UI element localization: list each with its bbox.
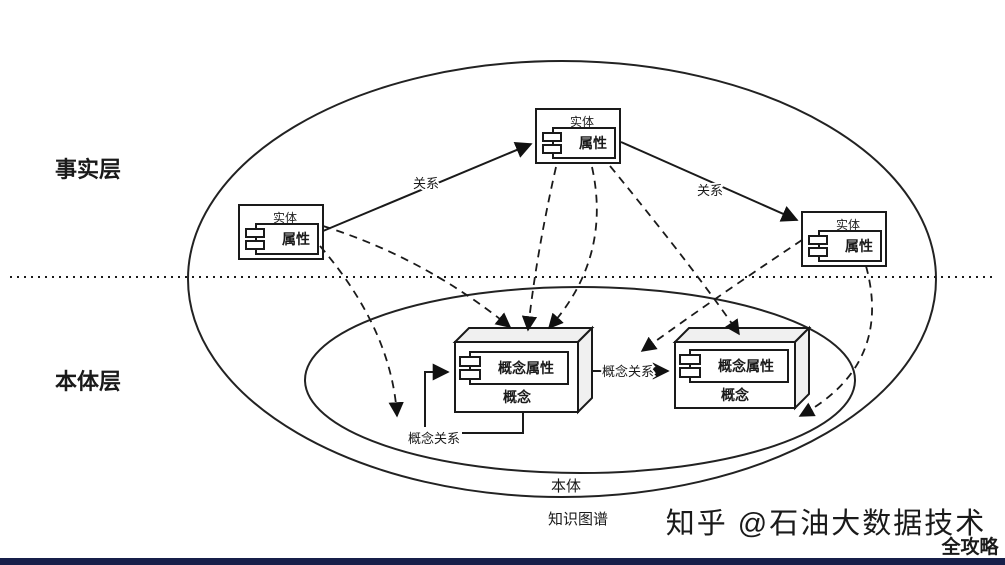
component-icon [542, 132, 562, 142]
concept-relation-label-mid: 概念关系 [602, 364, 654, 379]
concept-box-left: 概念属性 概念 [452, 325, 595, 415]
concept-left-label: 概念 [503, 389, 532, 405]
concept-right-top-face [672, 327, 812, 343]
dashed-arrow-right-entity-to-concept-right [798, 265, 873, 417]
bottom-accent-bar [0, 558, 1005, 565]
concept-right-inner-rect [689, 349, 789, 383]
component-icon [459, 356, 481, 367]
entity-right-title: 实体 [836, 217, 860, 232]
component-icon [679, 367, 701, 378]
inner-ontology-ellipse [304, 286, 856, 474]
entity-top-inner-rect [552, 127, 616, 159]
entity-box-left: 实体 属性 [238, 204, 324, 260]
component-icon [679, 354, 701, 365]
relation-arrow-right [620, 141, 799, 222]
ontology-layer-label: 本体层 [55, 369, 121, 394]
fact-layer-label: 事实层 [55, 157, 121, 182]
component-icon [542, 144, 562, 154]
entity-top-title: 实体 [570, 114, 594, 129]
entity-box-right: 实体 属性 [801, 211, 887, 267]
concept-left-top-face [452, 327, 595, 343]
component-icon [808, 247, 828, 257]
concept-self-relation-line-in [424, 363, 450, 427]
zhihu-watermark: 知乎 @石油大数据技术 [666, 507, 987, 540]
knowledge-graph-caption: 知识图谱 [548, 511, 608, 528]
relation-label-right: 关系 [697, 183, 723, 198]
component-icon [459, 369, 481, 380]
badge-watermark: 全攻略 [940, 535, 999, 558]
entity-right-inner-rect [818, 230, 882, 262]
dashed-arrow-left-entity-to-concept [322, 225, 512, 328]
concept-relation-label-self: 概念关系 [408, 431, 460, 446]
outer-ellipse [187, 60, 937, 498]
concept-right-label: 概念 [721, 387, 750, 403]
dashed-arrow-top-entity-to-concept-left [521, 166, 557, 332]
entity-box-top: 实体 属性 [535, 108, 621, 164]
ontology-caption: 本体 [551, 478, 581, 495]
component-icon [245, 228, 265, 238]
dashed-arrow-top-entity-to-concept-left-2 [547, 166, 598, 330]
component-icon [808, 235, 828, 245]
concept-right-side-face [794, 325, 810, 411]
dashed-arrow-top-entity-to-concept-right [609, 165, 740, 336]
relation-label-left: 关系 [413, 176, 439, 191]
concept-left-inner-rect [469, 351, 569, 385]
entity-left-inner-rect [255, 223, 319, 255]
dashed-arrow-left-entity-to-relation-label [319, 245, 404, 418]
concept-self-relation-line-out [462, 412, 524, 434]
concept-box-right: 概念属性 概念 [672, 325, 812, 411]
concept-left-attr-label: 概念属性 [498, 360, 554, 376]
dashed-arrow-right-entity-to-concept-relation [640, 239, 803, 352]
entity-top-attr-label: 属性 [579, 135, 607, 151]
entity-left-title: 实体 [273, 210, 297, 225]
concept-left-side-face [577, 325, 593, 415]
concept-right-attr-label: 概念属性 [718, 358, 774, 374]
component-icon [245, 240, 265, 250]
entity-right-attr-label: 属性 [845, 238, 873, 254]
entity-left-attr-label: 属性 [282, 231, 310, 247]
relation-arrow-left [322, 142, 533, 232]
